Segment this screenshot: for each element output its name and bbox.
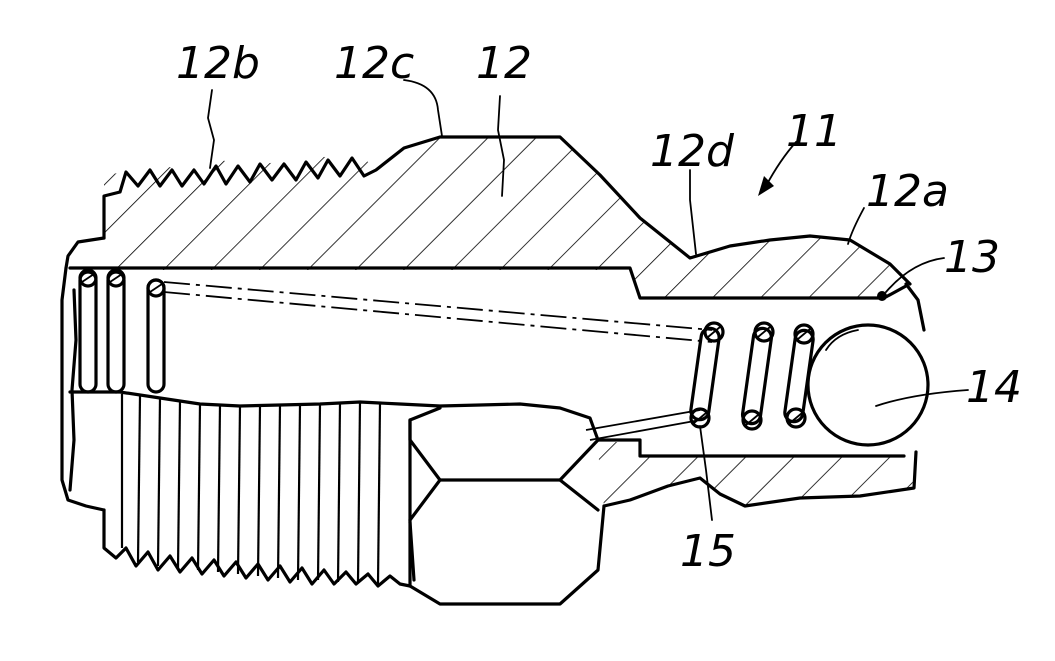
- arrow-11: [758, 141, 797, 196]
- check-ball: [806, 323, 930, 447]
- label-12b: 12b: [176, 38, 260, 89]
- label-11: 11: [786, 106, 842, 157]
- label-12d: 12d: [650, 126, 735, 177]
- label-13: 13: [944, 232, 1000, 283]
- label-15: 15: [680, 526, 736, 577]
- external-thread-view: [60, 266, 606, 606]
- label-14: 14: [966, 362, 1022, 413]
- ball-seat: [877, 282, 926, 332]
- coil-spring: [78, 268, 815, 441]
- label-12c: 12c: [334, 38, 414, 89]
- label-12: 12: [476, 38, 532, 89]
- label-12a: 12a: [866, 166, 949, 217]
- body-upper-section: [64, 135, 912, 300]
- leader-lines: [207, 79, 969, 521]
